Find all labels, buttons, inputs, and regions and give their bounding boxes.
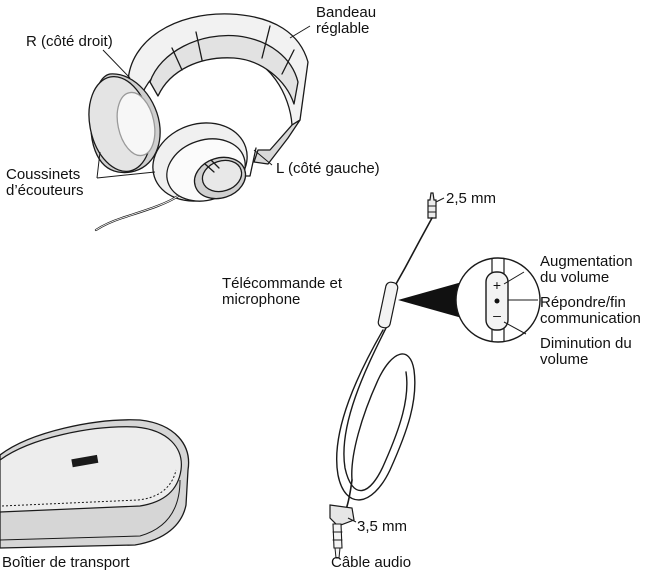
right-earcup xyxy=(88,73,161,174)
label-right-side: R (côté droit) xyxy=(26,34,113,50)
case-logo xyxy=(71,454,99,468)
remote-callout-wedge xyxy=(398,282,462,318)
label-remote-mic: Télécommande et microphone xyxy=(222,276,342,308)
label-plug-2-5mm: 2,5 mm xyxy=(446,191,496,207)
carry-case xyxy=(0,419,190,549)
label-left-side-text: L (côté gauche) xyxy=(276,160,380,177)
audio-cable xyxy=(329,192,437,559)
label-left-side: L (côté gauche) xyxy=(276,161,380,177)
label-volume-up-line2: du volume xyxy=(540,269,610,286)
label-right-side-text: R (côté droit) xyxy=(26,33,113,50)
label-volume-up-line1: Augmentation xyxy=(540,253,633,270)
label-headband-line2: réglable xyxy=(316,20,370,37)
left-earcup xyxy=(152,122,248,202)
label-ear-cushions-line1: Coussinets xyxy=(6,166,81,183)
remote-control xyxy=(377,281,399,329)
label-volume-up: Augmentation du volume xyxy=(540,254,633,286)
label-carry-case: Boîtier de transport xyxy=(2,555,130,571)
label-plug-3-5mm-text: 3,5 mm xyxy=(357,518,408,535)
label-ear-cushions: Coussinets d’écouteurs xyxy=(6,167,84,199)
label-volume-down: Diminution du volume xyxy=(540,336,632,368)
label-headband-line1: Bandeau xyxy=(316,4,377,21)
label-plug-3-5mm: 3,5 mm xyxy=(357,519,407,535)
label-answer-end: Répondre/fin communication xyxy=(540,295,641,327)
label-remote-mic-line2: microphone xyxy=(222,291,301,308)
label-remote-mic-line1: Télécommande et xyxy=(222,275,343,292)
label-volume-down-line1: Diminution du xyxy=(540,335,632,352)
label-plug-2-5mm-text: 2,5 mm xyxy=(446,190,497,207)
label-headband: Bandeau réglable xyxy=(316,5,376,37)
label-ear-cushions-line2: d’écouteurs xyxy=(6,182,84,199)
leader-lines xyxy=(96,25,538,523)
plus-icon: + xyxy=(493,277,501,293)
label-volume-down-line2: volume xyxy=(540,351,589,368)
minus-icon: – xyxy=(493,307,501,323)
label-audio-cable: Câble audio xyxy=(331,555,411,571)
label-audio-cable-text: Câble audio xyxy=(331,554,412,571)
plug-3-5mm xyxy=(329,504,355,527)
label-carry-case-text: Boîtier de transport xyxy=(2,554,130,571)
remote-magnified: + – xyxy=(455,257,541,343)
label-answer-end-line2: communication xyxy=(540,310,641,327)
headphones xyxy=(88,13,309,232)
label-answer-end-line1: Répondre/fin xyxy=(540,294,626,311)
